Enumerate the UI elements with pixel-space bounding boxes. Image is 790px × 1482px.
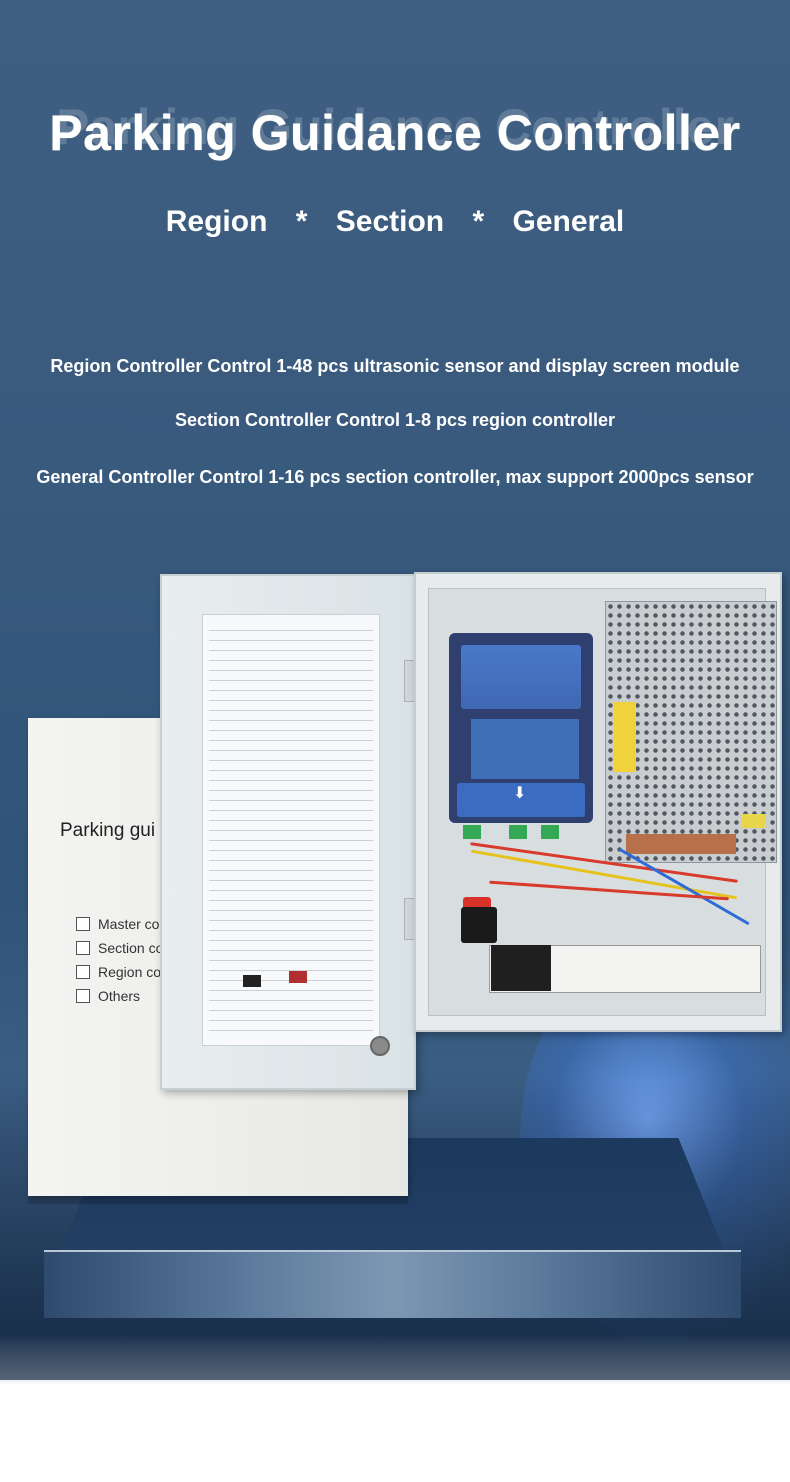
description-general: General Controller Control 1-16 pcs sect…	[36, 467, 754, 487]
subtitle-region: Region	[165, 205, 268, 238]
page-title: Parking Guidance Controller	[49, 105, 741, 161]
subtitle-separator: *	[295, 205, 308, 238]
cabinet-body: ⬇	[414, 572, 782, 1032]
controller-screen	[461, 645, 581, 709]
pedestal-front	[44, 1252, 741, 1318]
power-switch	[461, 907, 497, 943]
checkbox-icon	[76, 917, 90, 931]
checklist-item: Region co	[76, 964, 167, 980]
terminal-block	[491, 945, 551, 991]
psu-label	[614, 702, 636, 772]
description-section: Section Controller Control 1-8 pcs regio…	[174, 410, 616, 430]
checkbox-icon	[76, 989, 90, 1003]
cabinet-door	[160, 574, 416, 1090]
cabinet-interior: ⬇	[428, 588, 777, 1016]
lcd-icon	[289, 971, 307, 983]
checklist-label: Master con	[98, 916, 168, 932]
lcd-icon	[243, 975, 261, 987]
controller-module: ⬇	[449, 633, 593, 823]
subtitle-separator: *	[472, 205, 485, 238]
checklist-item: Master con	[76, 916, 167, 932]
pedestal-edge	[44, 1250, 741, 1253]
lock-icon	[370, 1036, 390, 1056]
green-terminal	[541, 825, 559, 839]
checklist-item: Others	[76, 988, 167, 1004]
green-terminal	[509, 825, 527, 839]
checklist-label: Region co	[98, 964, 162, 980]
checkbox-icon	[76, 941, 90, 955]
checklist-label: Section co	[98, 940, 164, 956]
checkbox-icon	[76, 965, 90, 979]
description-region: Region Controller Control 1-48 pcs ultra…	[50, 356, 740, 376]
box-checklist: Master con Section co Region co Others	[76, 916, 167, 1012]
subtitle-general: General	[512, 205, 625, 238]
green-terminal	[463, 825, 481, 839]
psu-sticker	[742, 814, 766, 828]
box-shadow	[28, 1196, 408, 1204]
arrow-down-icon: ⬇	[513, 783, 527, 802]
subtitle: Region * Section * General	[0, 205, 790, 239]
checklist-item: Section co	[76, 940, 167, 956]
diagram-lines	[209, 621, 373, 1039]
psu-terminals	[626, 834, 736, 854]
box-label: Parking gui	[60, 820, 156, 841]
title-shadow: Parking Guidance Controller	[56, 99, 734, 155]
subtitle-section: Section	[335, 205, 445, 238]
wiring-diagram-sheet	[202, 614, 380, 1046]
checklist-label: Others	[98, 988, 141, 1004]
power-supply	[605, 601, 777, 863]
controller-bottom: ⬇	[457, 783, 585, 817]
controller-panel	[471, 719, 579, 779]
